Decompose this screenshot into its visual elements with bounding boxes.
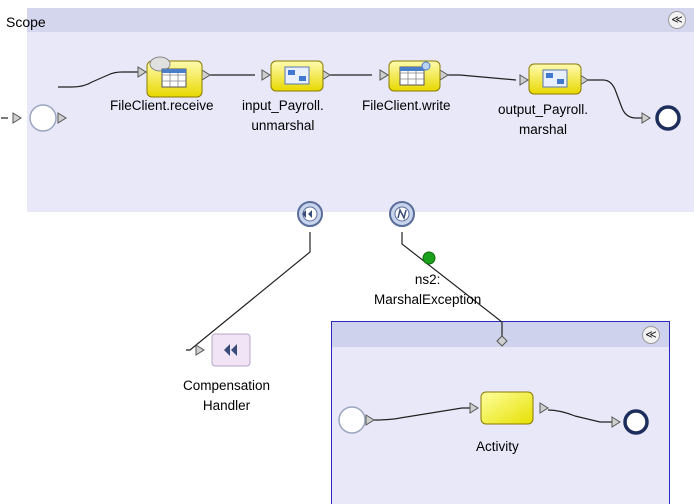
label-output-payroll-marshal[interactable]: output_Payroll. marshal xyxy=(498,102,589,137)
fault-connector-diamond xyxy=(496,335,508,347)
file-client-receive-node xyxy=(146,56,203,98)
label-activity[interactable]: Activity xyxy=(476,439,519,454)
flow-arrow xyxy=(57,112,67,124)
compensation-handler-badge xyxy=(297,201,323,227)
output-payroll-marshal-node xyxy=(528,63,582,95)
fault-start-circle xyxy=(338,406,366,434)
flow-arrow xyxy=(539,402,549,414)
fault-collapse-button[interactable]: ≪ xyxy=(642,326,660,344)
label-catch-exception[interactable]: ns2: MarshalException xyxy=(374,272,482,307)
file-client-write-node xyxy=(388,60,441,92)
label-file-client-write[interactable]: FileClient.write xyxy=(362,98,451,113)
flow-arrow xyxy=(365,414,375,426)
flow-arrow xyxy=(439,69,449,81)
fault-end-circle xyxy=(623,409,649,435)
flow-arrow xyxy=(195,344,205,356)
flow-arrow xyxy=(641,112,651,124)
start-circle xyxy=(29,104,57,132)
fault-handler-badge xyxy=(389,201,415,227)
scope-header[interactable] xyxy=(27,8,694,32)
scope-title: Scope xyxy=(6,14,46,30)
flow-arrow xyxy=(12,112,22,124)
flow-arrow xyxy=(469,402,479,414)
activity-node xyxy=(480,391,534,425)
compensation-handler-node xyxy=(211,333,251,367)
input-payroll-unmarshal-node xyxy=(270,60,324,92)
flow-arrow xyxy=(611,416,621,428)
label-compensation-handler[interactable]: Compensation Handler xyxy=(183,378,271,413)
label-input-payroll-unmarshal[interactable]: input_Payroll. unmarshal xyxy=(242,98,324,133)
scope-collapse-button[interactable]: ≪ xyxy=(668,11,686,29)
end-circle xyxy=(655,105,681,131)
scope-container xyxy=(27,8,694,212)
flow-arrow xyxy=(137,66,147,78)
status-dot xyxy=(422,251,436,265)
flow-arrow xyxy=(519,74,529,86)
flow-arrow xyxy=(379,69,389,81)
flow-arrow xyxy=(261,69,271,81)
label-file-client-receive[interactable]: FileClient.receive xyxy=(110,98,214,113)
flow-arrow xyxy=(201,69,211,81)
